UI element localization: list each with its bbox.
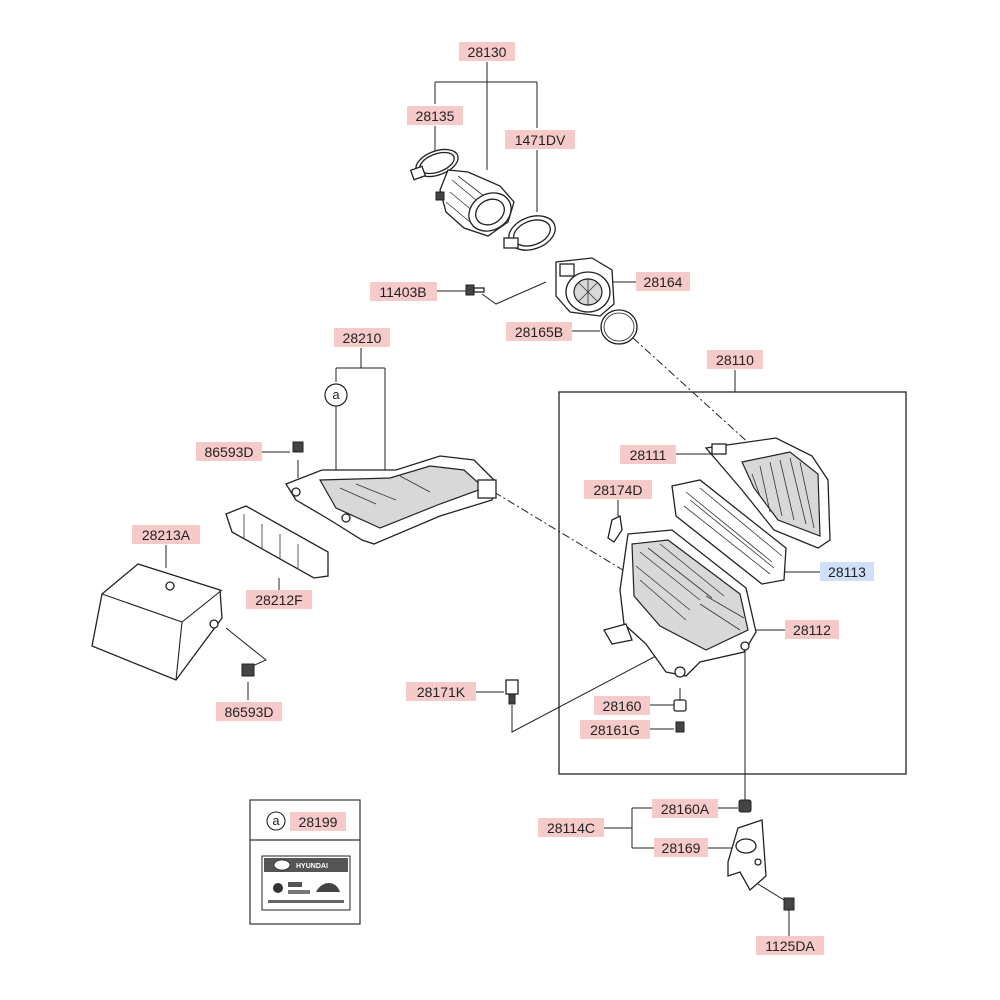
label-28114C-text: 28114C bbox=[547, 820, 595, 836]
label-28213A: 28213A bbox=[132, 525, 200, 544]
grommet-28160 bbox=[673, 699, 687, 712]
label-28165B-text: 28165B bbox=[515, 324, 563, 340]
label-11403B-text: 11403B bbox=[379, 284, 426, 300]
label-28110: 28110 bbox=[707, 350, 763, 369]
sticker-callout-a: a bbox=[272, 813, 280, 828]
sticker-brand: HYUNDAI bbox=[296, 863, 328, 870]
clip-86593D-bottom bbox=[241, 663, 255, 677]
label-28130: 28130 bbox=[459, 42, 515, 61]
bolt-1125DA bbox=[783, 897, 795, 911]
bracket-28212F bbox=[225, 505, 329, 579]
label-28112-text: 28112 bbox=[793, 622, 831, 638]
label-28210-text: 28210 bbox=[343, 330, 382, 346]
label-28135-text: 28135 bbox=[416, 108, 455, 124]
air-cleaner-cover-28111 bbox=[704, 437, 831, 549]
air-cleaner-housing-28112 bbox=[603, 529, 757, 678]
label-1471DV-text: 1471DV bbox=[515, 132, 566, 148]
label-28174D: 28174D bbox=[584, 480, 652, 499]
label-86593D-bottom-text: 86593D bbox=[224, 704, 273, 720]
label-1125DA-text: 1125DA bbox=[765, 938, 815, 954]
label-28164-text: 28164 bbox=[644, 274, 683, 290]
label-28130-text: 28130 bbox=[468, 44, 507, 60]
label-86593D-bottom: 86593D bbox=[216, 702, 282, 721]
label-11403B: 11403B bbox=[370, 282, 437, 301]
gasket-28165B bbox=[600, 309, 638, 345]
label-28160-text: 28160 bbox=[603, 698, 642, 714]
label-28169: 28169 bbox=[654, 838, 708, 857]
label-28161G-text: 28161G bbox=[590, 722, 640, 738]
label-28171K-text: 28171K bbox=[417, 684, 466, 700]
bolt-28171K bbox=[505, 679, 519, 705]
label-28199: 28199 bbox=[290, 812, 346, 831]
clip-86593D-top bbox=[292, 441, 304, 453]
label-86593D-top-text: 86593D bbox=[204, 444, 253, 460]
label-28113: 28113 bbox=[820, 562, 874, 581]
label-28171K: 28171K bbox=[406, 682, 476, 701]
bolt-11403B bbox=[465, 284, 485, 296]
label-28161G: 28161G bbox=[580, 720, 650, 739]
label-28160A: 28160A bbox=[652, 799, 718, 818]
hose-clamp-1471DV bbox=[503, 215, 556, 251]
label-28164: 28164 bbox=[636, 272, 690, 291]
callout-a-marker: a bbox=[324, 383, 348, 407]
grommet-28160A bbox=[738, 799, 752, 813]
callout-a-symbol: a bbox=[332, 387, 340, 402]
label-1471DV: 1471DV bbox=[505, 130, 575, 149]
label-28135: 28135 bbox=[407, 106, 463, 125]
leader-lines bbox=[165, 62, 820, 936]
assembly-box-28110 bbox=[558, 391, 907, 775]
label-28169-text: 28169 bbox=[662, 840, 701, 856]
air-flow-sensor-28164 bbox=[555, 257, 615, 317]
label-28212F-text: 28212F bbox=[255, 592, 302, 608]
label-28110-text: 28110 bbox=[716, 352, 754, 368]
label-28212F: 28212F bbox=[246, 590, 312, 609]
bolt-28161G bbox=[675, 721, 685, 733]
label-28113-text: 28113 bbox=[828, 564, 866, 580]
intake-hose-28130 bbox=[435, 169, 515, 237]
label-1125DA: 1125DA bbox=[756, 936, 824, 955]
label-28210: 28210 bbox=[334, 328, 390, 347]
label-28111-text: 28111 bbox=[630, 447, 667, 463]
label-28174D-text: 28174D bbox=[593, 482, 642, 498]
label-28160: 28160 bbox=[594, 696, 650, 715]
hyundai-logo-icon bbox=[273, 859, 291, 871]
label-28114C: 28114C bbox=[538, 818, 604, 837]
label-28199-text: 28199 bbox=[299, 814, 338, 830]
label-28213A-text: 28213A bbox=[142, 527, 191, 543]
air-duct-28210 bbox=[285, 455, 497, 545]
bracket-28169 bbox=[727, 819, 767, 892]
intake-cover-28213A bbox=[91, 563, 223, 681]
clip-28174D bbox=[607, 515, 623, 543]
filter-element-28113 bbox=[671, 479, 787, 585]
label-28165B: 28165B bbox=[506, 322, 572, 341]
label-28112: 28112 bbox=[785, 620, 839, 639]
label-28160A-text: 28160A bbox=[661, 801, 710, 817]
label-86593D-top: 86593D bbox=[196, 442, 262, 461]
label-28111: 28111 bbox=[620, 445, 676, 464]
